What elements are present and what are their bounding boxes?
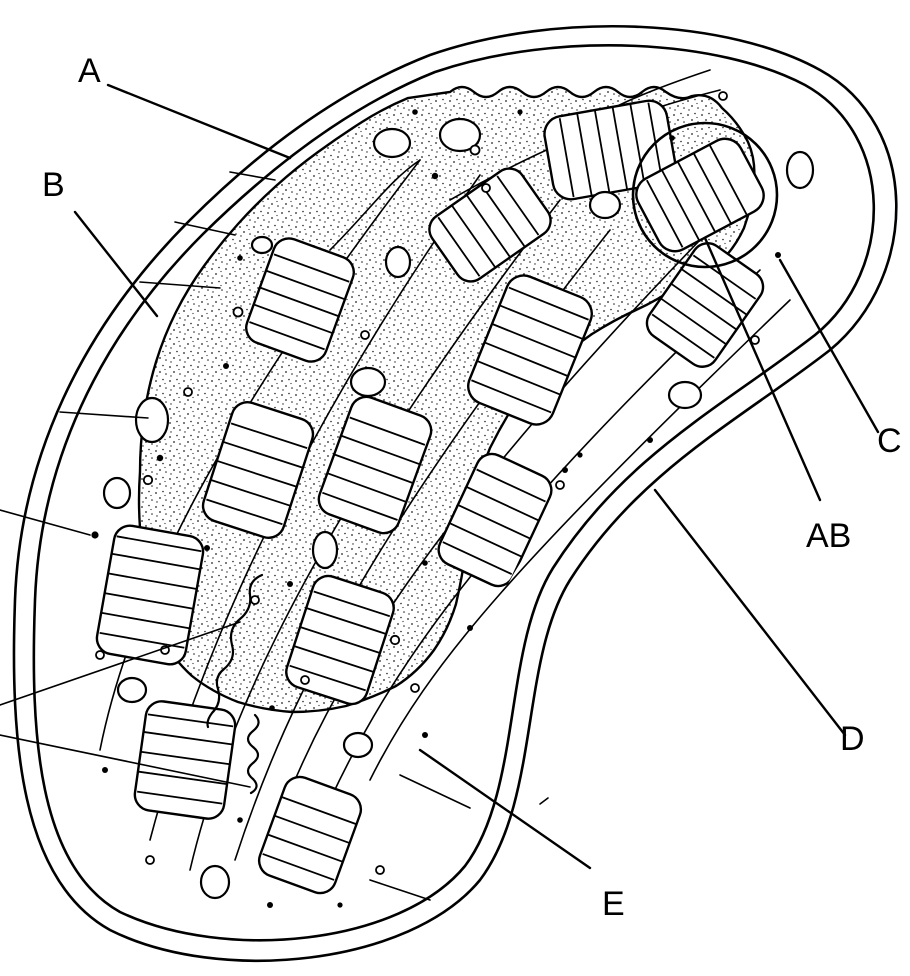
granum <box>133 699 237 820</box>
label-c: C <box>877 422 902 460</box>
label-a: A <box>78 52 101 90</box>
label-e: E <box>602 885 625 923</box>
label-d: D <box>840 720 865 758</box>
label-ab: AB <box>806 517 851 555</box>
granum <box>255 772 366 897</box>
label-b: B <box>42 166 65 204</box>
